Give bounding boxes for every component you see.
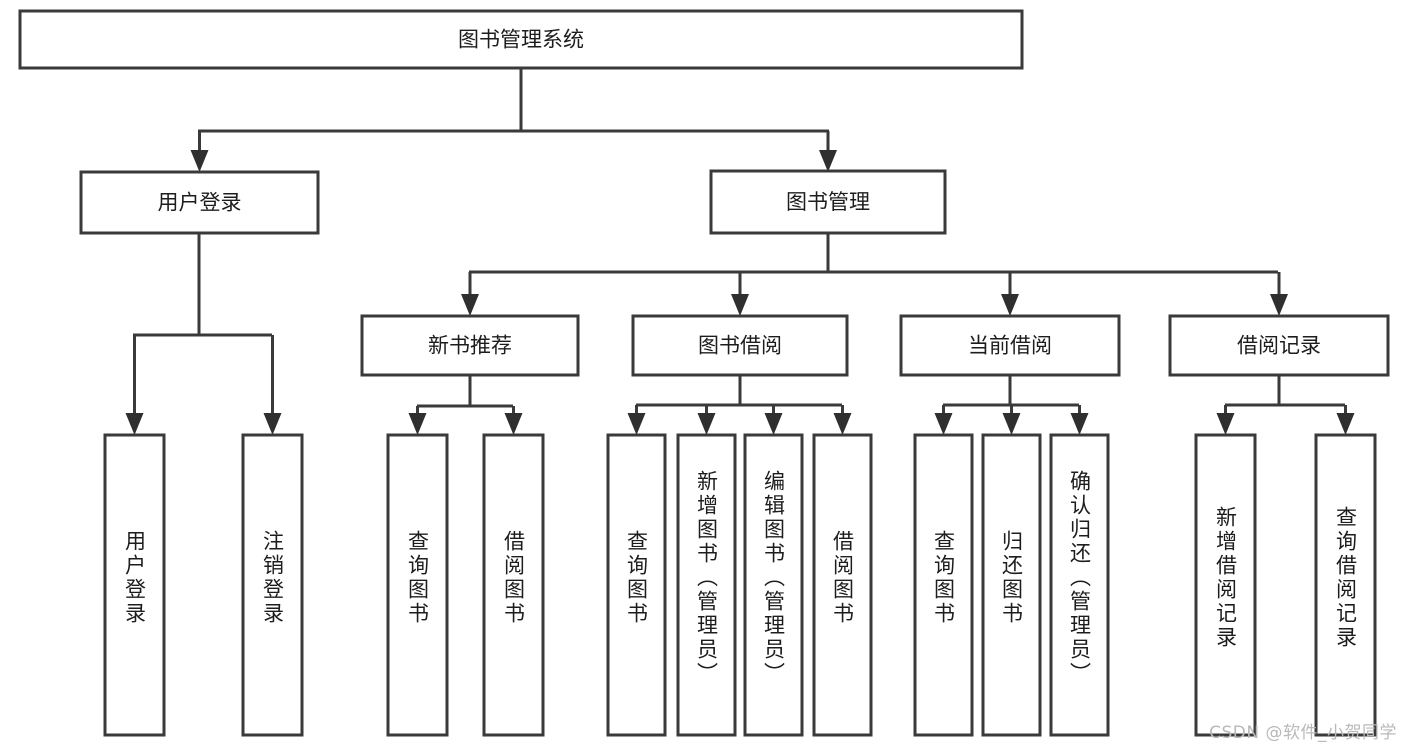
book-manage-bus-arrow-1 xyxy=(731,294,749,316)
node-leaf-1[interactable] xyxy=(241,433,304,737)
node-leaf-7[interactable] xyxy=(812,433,873,737)
book-borrow-bus-arrow-0 xyxy=(627,413,646,435)
node-level1-label-0: 用户登录 xyxy=(158,191,242,215)
node-leaf-5[interactable] xyxy=(676,433,737,737)
borrow-record-bus-arrow-1 xyxy=(1336,413,1355,435)
node-level2-label-1: 图书借阅 xyxy=(698,334,782,358)
boxes-layer xyxy=(18,9,1390,737)
book-manage-bus-arrow-0 xyxy=(461,294,479,316)
csdn-watermark: CSDN @软件_小贺同学 xyxy=(1209,723,1397,743)
node-level1-label-1: 图书管理 xyxy=(786,190,870,214)
node-leaf-10[interactable] xyxy=(1049,433,1110,737)
node-level2-3[interactable] xyxy=(1168,314,1390,377)
node-root-label: 图书管理系统 xyxy=(458,28,584,52)
current-borrow-bus-arrow-2 xyxy=(1070,413,1089,435)
node-leaf-11[interactable] xyxy=(1194,433,1257,737)
borrow-record-bus-arrow-0 xyxy=(1216,413,1235,435)
book-borrow-bus-arrow-3 xyxy=(833,413,852,435)
node-level2-2[interactable] xyxy=(899,314,1121,377)
node-leaf-8[interactable] xyxy=(913,433,974,737)
user-login-bus-arrow-0 xyxy=(125,413,144,435)
book-manage-bus-arrow-2 xyxy=(1001,294,1019,316)
connectors-layer xyxy=(125,68,1355,435)
root-bus-arrow-1 xyxy=(819,150,837,172)
node-level1-1[interactable] xyxy=(709,169,947,235)
node-level2-1[interactable] xyxy=(631,314,849,377)
book-borrow-bus-arrow-1 xyxy=(697,413,716,435)
node-leaf-0[interactable] xyxy=(103,433,166,737)
node-leaf-3[interactable] xyxy=(482,433,545,737)
node-root-图书管理系统[interactable] xyxy=(18,9,1024,70)
node-level2-label-3: 借阅记录 xyxy=(1237,334,1321,358)
book-manage-bus-arrow-3 xyxy=(1270,294,1288,316)
node-leaf-6[interactable] xyxy=(743,433,804,737)
current-borrow-bus-arrow-1 xyxy=(1002,413,1021,435)
user-login-bus-arrow-1 xyxy=(263,413,282,435)
node-leaf-2[interactable] xyxy=(386,433,449,737)
node-level1-0[interactable] xyxy=(79,170,320,235)
node-leaf-9[interactable] xyxy=(981,433,1042,737)
node-level2-0[interactable] xyxy=(360,314,580,377)
new-book-bus-arrow-1 xyxy=(504,413,523,435)
book-borrow-bus-arrow-2 xyxy=(764,413,783,435)
node-leaf-12[interactable] xyxy=(1314,433,1377,737)
current-borrow-bus-arrow-0 xyxy=(934,413,953,435)
new-book-bus-arrow-0 xyxy=(408,413,427,435)
node-leaf-4[interactable] xyxy=(606,433,667,737)
node-level2-label-2: 当前借阅 xyxy=(968,334,1052,358)
root-bus-arrow-0 xyxy=(190,150,209,172)
node-level2-label-0: 新书推荐 xyxy=(428,334,512,358)
